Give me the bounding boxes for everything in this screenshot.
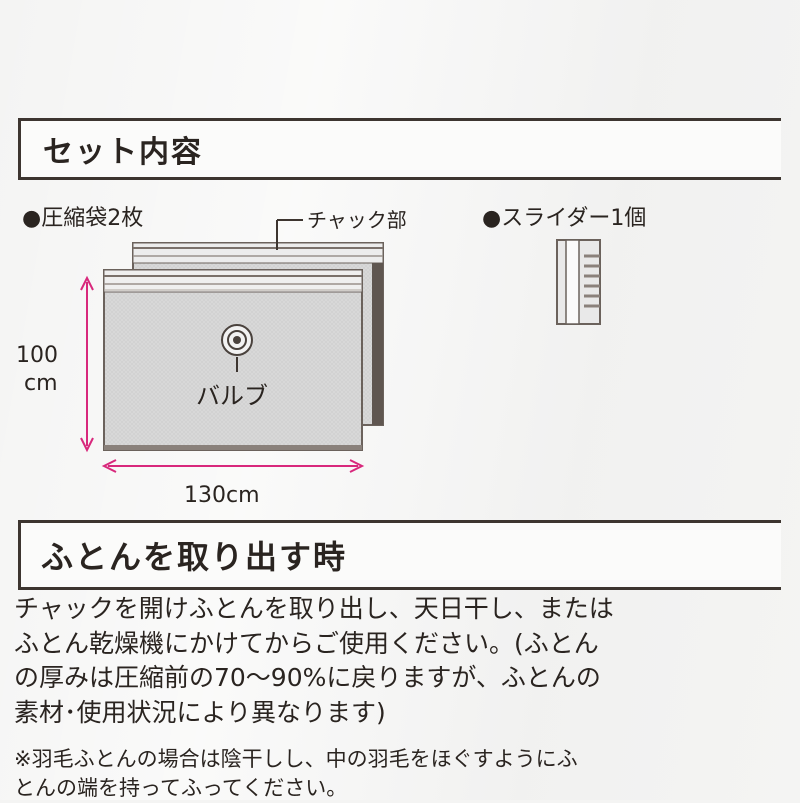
note-line: ※羽毛ふとんの場合は陰干しし、中の羽毛をほぐすようにふ — [14, 747, 578, 771]
width-dimension-arrow — [101, 459, 365, 473]
paragraph-line: の厚みは圧縮前の70～90%に戻りますが、ふとんの — [14, 663, 601, 692]
front-bag — [103, 269, 363, 451]
down-futon-note: ※羽毛ふとんの場合は陰干しし、中の羽毛をほぐすようにふ とんの端を持ってふってく… — [14, 745, 784, 803]
height-value: 100 — [16, 343, 58, 368]
paragraph-line: 素材･使用状況により異なります) — [14, 697, 386, 727]
bag-item-label: ●圧縮袋2枚 — [22, 206, 144, 231]
removal-title: ふとんを取り出す時 — [41, 538, 348, 576]
paragraph-line: ふとん乾燥機にかけてからご使用ください。(ふとん — [14, 628, 599, 658]
valve-label: バルブ — [196, 382, 268, 410]
slider-item-label: ●スライダー1個 — [482, 206, 647, 231]
zipper-label: チャック部 — [307, 208, 407, 232]
zipper-callout — [276, 219, 303, 250]
bag-diagram: チャック部 バルブ 100 cm 130cm — [16, 208, 601, 508]
valve-icon — [221, 324, 253, 372]
width-label: 130cm — [184, 483, 260, 508]
set-contents-title: セット内容 — [43, 135, 203, 170]
height-dimension-arrow — [80, 275, 94, 453]
removal-header: ふとんを取り出す時 — [18, 520, 781, 590]
removal-paragraph: チャックを開けふとんを取り出し、天日干し、または ふとん乾燥機にかけてからご使用… — [14, 592, 784, 730]
paragraph-line: チャックを開けふとんを取り出し、天日干し、または — [14, 594, 614, 623]
note-line: とんの端を持ってふってください。 — [14, 776, 348, 800]
height-unit: cm — [24, 371, 58, 396]
set-contents-header: セット内容 — [18, 118, 781, 180]
slider-icon — [556, 239, 601, 325]
